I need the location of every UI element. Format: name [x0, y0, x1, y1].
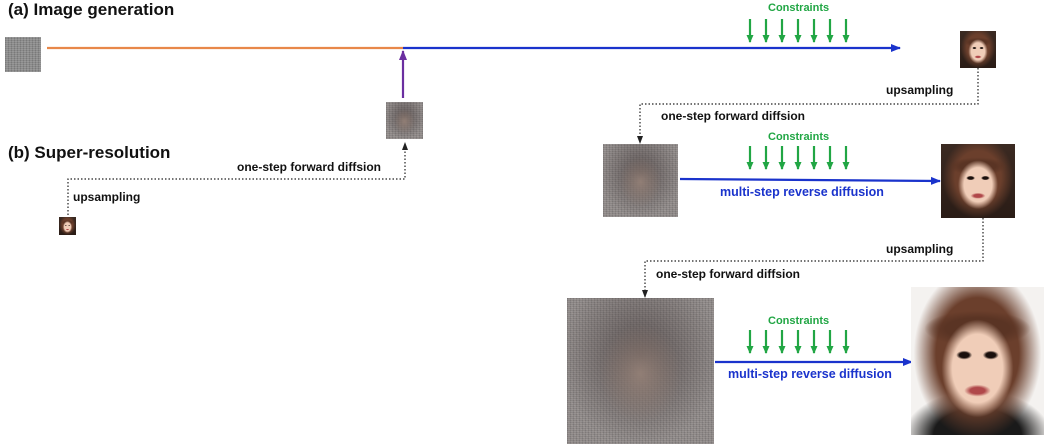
face-portrait-small — [59, 217, 76, 235]
constraints-label-2: Constraints — [768, 131, 830, 143]
noisy-face-image-small — [386, 102, 423, 139]
dotted-upsampling-path-b — [67, 142, 408, 215]
constraints-label-1: Constraints — [768, 2, 830, 14]
forward-diffusion-label-mid: one-step forward diffsion — [656, 267, 800, 281]
face-portrait-top-right — [960, 31, 996, 68]
noisy-face-image-large — [567, 298, 714, 444]
face-portrait-medium — [941, 144, 1015, 218]
constraints-label-3: Constraints — [768, 315, 830, 327]
noisy-face-image-medium — [603, 144, 678, 217]
forward-diffusion-label-top: one-step forward diffsion — [661, 109, 805, 123]
upsampling-label-mid: upsampling — [886, 242, 954, 256]
pure-noise-image — [5, 37, 41, 72]
heading-image-generation: (a) Image generation — [8, 0, 175, 19]
constraint-arrows-3 — [746, 330, 850, 354]
reverse-diffusion-label-1: multi-step reverse diffusion — [720, 185, 884, 199]
constraint-arrows-2 — [746, 146, 850, 170]
dotted-upsampling-path-1 — [637, 68, 979, 144]
reverse-diffusion-label-2: multi-step reverse diffusion — [728, 367, 892, 381]
dotted-upsampling-path-2 — [642, 218, 984, 298]
face-portrait-large — [911, 287, 1044, 435]
upsampling-label-top: upsampling — [886, 83, 954, 97]
upsampling-label-b: upsampling — [73, 190, 141, 204]
forward-diffusion-label-b: one-step forward diffsion — [237, 160, 381, 174]
constraint-arrows-1 — [746, 19, 850, 43]
reverse-diffusion-arrow-1 — [679, 176, 941, 185]
heading-super-resolution: (b) Super-resolution — [8, 143, 171, 162]
